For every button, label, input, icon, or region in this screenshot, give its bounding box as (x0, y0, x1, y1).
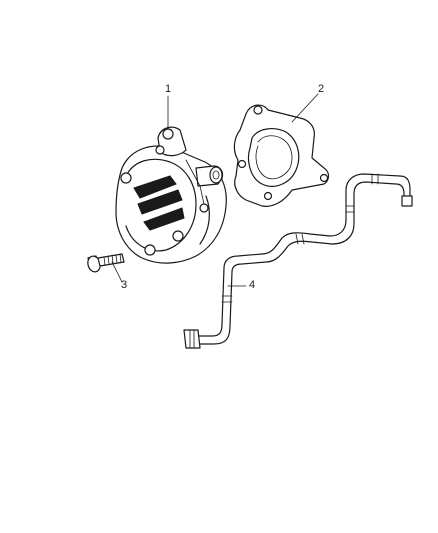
mounting-bolt (87, 253, 125, 273)
callout-1: 1 (165, 83, 172, 95)
leader-line-3 (111, 261, 123, 283)
callout-4: 4 (249, 279, 256, 291)
vacuum-hose (183, 173, 413, 349)
callout-3: 3 (121, 279, 128, 291)
leader-line-2 (291, 93, 319, 123)
callout-2: 2 (318, 83, 325, 95)
vacuum-pump (115, 126, 227, 264)
pump-gasket (233, 104, 330, 207)
